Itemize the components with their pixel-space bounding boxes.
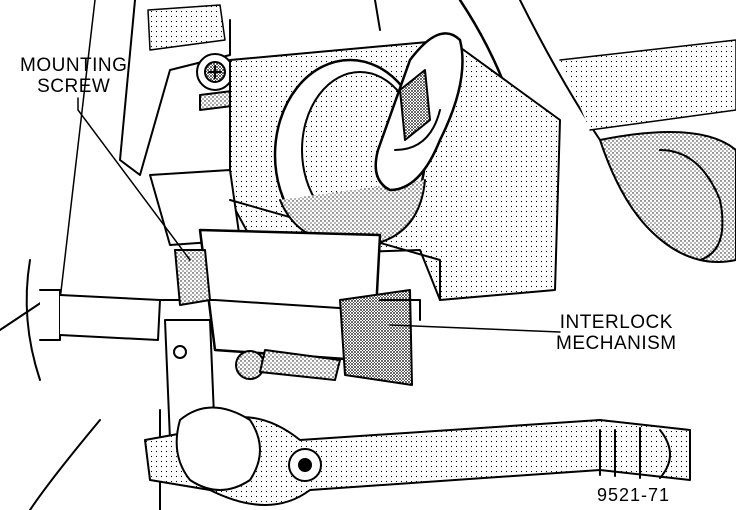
dashboard-panel: [0, 0, 736, 381]
interlock-leader: [389, 324, 561, 333]
shift-cable-assembly: [144, 406, 691, 506]
mounting-screw-label-line2: SCREW: [37, 76, 111, 97]
interlock-mechanism-body: [198, 228, 421, 386]
ignition-key: [374, 32, 464, 192]
mounting-screw-label: MOUNTING SCREW: [20, 55, 127, 97]
interlock-mechanism-label: INTERLOCK MECHANISM: [556, 312, 677, 354]
interlock-mechanism-label-line2: MECHANISM: [556, 333, 677, 354]
mounting-screw-label-line1: MOUNTING: [20, 55, 128, 76]
mounting-screw-leader: [77, 97, 191, 261]
interlock-mechanism-label-line1: INTERLOCK: [559, 312, 673, 333]
leader-lines: [77, 97, 561, 333]
figure-code: 9521-71: [597, 485, 671, 505]
